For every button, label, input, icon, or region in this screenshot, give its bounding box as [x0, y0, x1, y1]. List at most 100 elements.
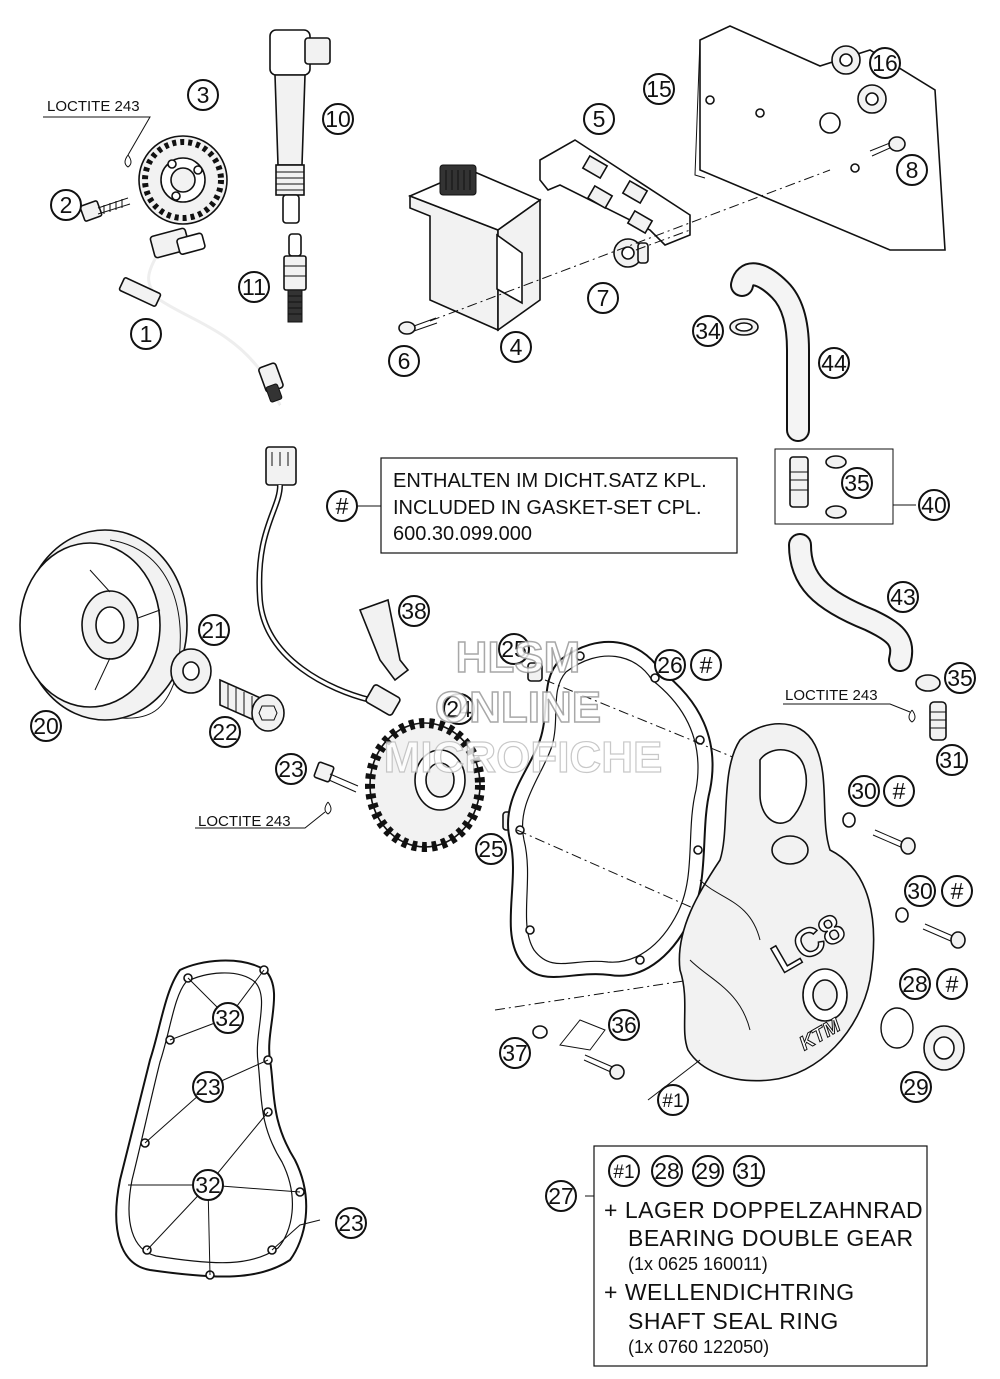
part-4-cdi-unit	[407, 164, 542, 332]
loctite-label-right: LOCTITE 243	[785, 687, 878, 704]
callout-16: 16	[872, 50, 898, 76]
callout-20: 20	[33, 713, 59, 739]
alignment-line-grommet	[635, 229, 691, 251]
callout-5: 5	[593, 106, 606, 132]
part-44-breather-hose	[730, 262, 810, 442]
legend-callout-31: 31	[736, 1158, 762, 1184]
part-38-cable-grommet	[358, 598, 410, 682]
legend-item1-de: + LAGER DOPPELZAHNRAD	[604, 1197, 923, 1223]
callout-29: 29	[903, 1074, 929, 1100]
part-26-cover-gasket	[507, 640, 714, 978]
part-34-hose-clamp	[729, 318, 759, 336]
loctite-leader-top	[43, 116, 151, 156]
part-8-screw	[869, 136, 906, 157]
callout-40: 40	[921, 492, 947, 518]
callout-25-top: 25	[501, 636, 527, 662]
callout-24: 24	[446, 696, 472, 722]
part-21-washer	[170, 648, 212, 694]
gasket-box-line1: ENTHALTEN IM DICHT.SATZ KPL.	[393, 470, 707, 492]
loctite-label-middle: LOCTITE 243	[198, 813, 291, 830]
part-23-stator-bolt	[313, 761, 359, 793]
part-24-stator	[365, 718, 485, 852]
callout-gasket-hash: #	[336, 493, 349, 519]
callout-25-bottom: 25	[478, 836, 504, 862]
part-2-bolt	[79, 197, 131, 222]
loctite-drop-icon	[324, 801, 332, 815]
part-1-pickup-sensor	[118, 227, 284, 406]
loctite-drop-icon	[908, 709, 916, 723]
part-28-shaft-seal	[880, 1007, 914, 1049]
callout-10: 10	[325, 106, 351, 132]
watermark-line3: MICROFICHE	[384, 733, 663, 782]
callout-36: 36	[611, 1012, 637, 1038]
part-16-grommets	[831, 45, 887, 114]
callout-30-top-hash: #	[893, 778, 906, 804]
stator-cable	[256, 446, 401, 716]
part-30-cover-bolts	[842, 812, 966, 949]
callout-23-lower: 23	[338, 1210, 364, 1236]
part-6-screw	[398, 317, 438, 335]
callout-28: 28	[902, 971, 928, 997]
part-22-rotor-bolt	[219, 678, 285, 732]
alignment-line-dowel-2	[516, 829, 721, 921]
callout-21: 21	[201, 617, 227, 643]
watermark-line1: HLSM	[456, 633, 581, 682]
loctite-label-top: LOCTITE 243	[47, 98, 140, 115]
callout-7: 7	[597, 285, 610, 311]
legend-item1-en: BEARING DOUBLE GEAR	[628, 1225, 914, 1251]
callout-2: 2	[60, 192, 73, 218]
callout-37: 37	[502, 1040, 528, 1066]
part-40-connector-kit	[774, 448, 894, 525]
callout-30-top: 30	[851, 778, 877, 804]
callout-8: 8	[906, 157, 919, 183]
loctite-leader-middle	[195, 811, 326, 829]
alignment-line-bottom	[494, 979, 691, 1011]
callout-38: 38	[401, 598, 427, 624]
callout-27: 27	[548, 1183, 574, 1209]
part-29-screw-plug	[923, 1025, 965, 1071]
callout-30-bottom-hash: #	[951, 878, 964, 904]
part-35-o-ring	[915, 674, 941, 692]
callout-3: 3	[197, 82, 210, 108]
part-7-rubber-grommet	[613, 238, 649, 268]
callout-35-box: 35	[844, 470, 870, 496]
part-32-lower-gasket	[115, 959, 321, 1280]
callout-6: 6	[398, 348, 411, 374]
part-1-ignition-cover: LC8 KTM	[678, 723, 875, 1082]
kit-contents-legend: #1 28 29 31 + LAGER DOPPELZAHNRAD BEARIN…	[593, 1145, 928, 1367]
callout-numbers: 1 2 3 4 5 6 7 8 10 11 15 16 20 21 22 23 …	[30, 47, 976, 1239]
part-15-mounting-plate	[694, 25, 946, 251]
callout-43: 43	[890, 584, 916, 610]
callout-26: 26	[657, 652, 683, 678]
gasket-set-info-box: ENTHALTEN IM DICHT.SATZ KPL. INCLUDED IN…	[380, 457, 738, 554]
watermark: HLSM ONLINE MICROFICHE	[383, 632, 663, 782]
part-31-fitting	[929, 701, 947, 741]
callout-23-gasket: 23	[195, 1074, 221, 1100]
callout-23-bolt: 23	[278, 756, 304, 782]
part-3-trigger-wheel	[138, 135, 228, 225]
callout-32-bottom: 32	[195, 1172, 221, 1198]
legend-item1-pn: (1x 0625 160011)	[628, 1254, 768, 1274]
watermark-line2: ONLINE	[435, 683, 601, 732]
gasket-box-line3: 600.30.099.000	[393, 523, 532, 545]
callout-44: 44	[821, 350, 847, 376]
callout-34: 34	[695, 318, 721, 344]
callout-28-hash: #	[946, 971, 959, 997]
callout-31: 31	[939, 747, 965, 773]
callout-1: 1	[140, 321, 153, 347]
legend-callout-28: 28	[654, 1158, 680, 1184]
part-5-bracket	[539, 139, 691, 246]
part-10-ignition-coil	[269, 29, 331, 224]
callout-35-right: 35	[947, 665, 973, 691]
callout-15: 15	[646, 76, 672, 102]
loctite-leader-right	[783, 703, 911, 713]
legend-item2-pn: (1x 0760 122050)	[628, 1337, 769, 1357]
part-36-clip-and-37-washer	[532, 1019, 625, 1080]
callout-30-bottom: 30	[907, 878, 933, 904]
callout-11: 11	[242, 274, 266, 300]
callout-26-hash: #	[700, 652, 713, 678]
part-11-spark-plug	[283, 233, 307, 323]
part-43-breather-hose	[788, 533, 914, 672]
